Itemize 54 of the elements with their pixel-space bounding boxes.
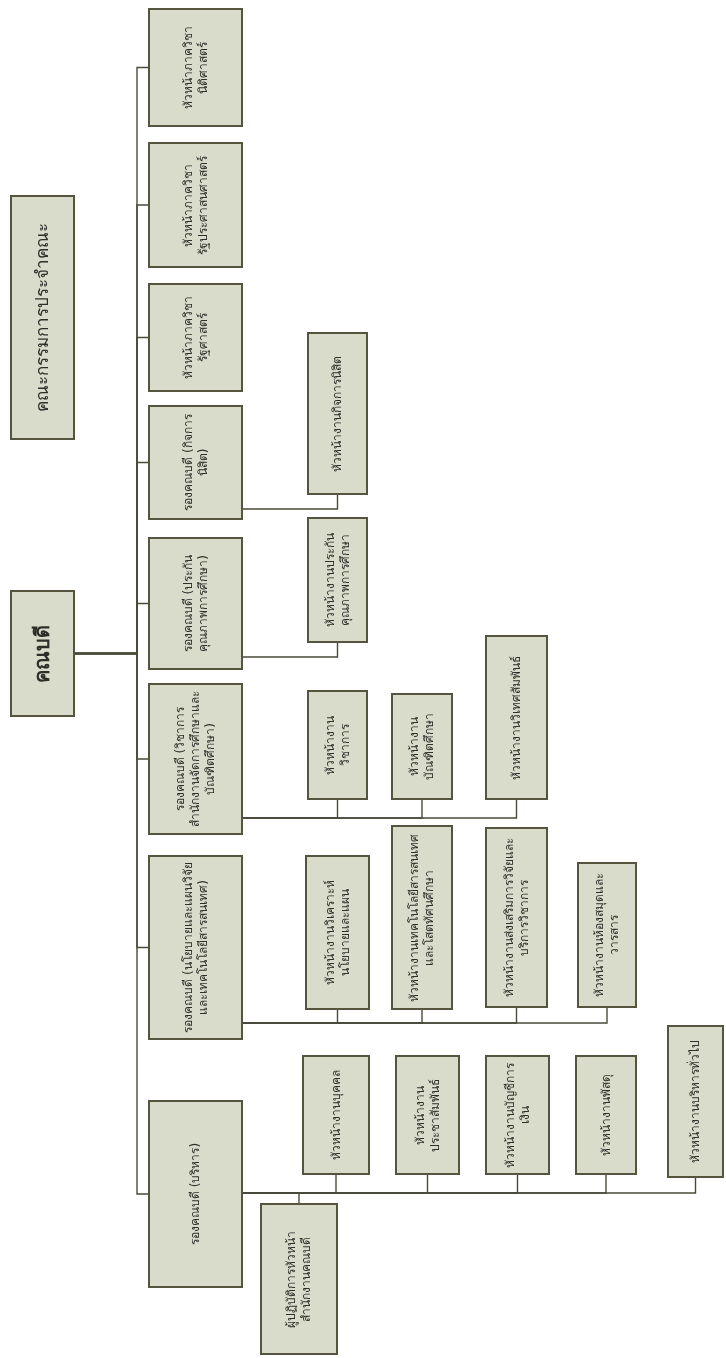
box-label: ผู้ปฏิบัติการหัวหน้าสำนักงานคณบดี xyxy=(284,1229,314,1330)
org-box xyxy=(667,1025,724,1178)
org-box xyxy=(307,690,368,800)
box-label: รองคณบดี (วิชาการสำนักงานจัดการศึกษาและบัณฑิตศึกษา) xyxy=(173,690,218,829)
connector-line xyxy=(242,642,339,658)
box-label: หัวหน้างานกิจการนิสิต xyxy=(330,355,345,472)
org-box xyxy=(485,827,548,1008)
box-label: หัวหน้างานวิเคราะห์นโยบายและแผน xyxy=(322,879,353,987)
box-label: คณบดี xyxy=(30,624,55,683)
box-label: รองคณบดี (นโยบายและแผนวิจัยและเทคโนโลยีสารสนเทศ) xyxy=(180,861,211,1034)
org-box xyxy=(395,1055,460,1175)
box-label: รองคณบดี (กิจการนิสิต) xyxy=(180,413,211,513)
box-label: หัวหน้างานบัณฑิตศึกษา xyxy=(407,712,437,782)
org-box xyxy=(485,1055,550,1175)
org-box xyxy=(577,862,637,1008)
org-box xyxy=(485,635,548,800)
box-label: รองคณบดี (ประกันคุณภาพการศึกษา) xyxy=(180,553,211,655)
box-label: รองคณบดี (บริหาร) xyxy=(188,1142,203,1246)
org-box xyxy=(260,1203,338,1355)
org-box xyxy=(391,825,453,1010)
box-label: คณะกรรมการประจำคณะ xyxy=(31,223,53,412)
connector-line xyxy=(242,494,339,510)
org-box xyxy=(10,195,75,440)
org-box xyxy=(148,142,243,268)
box-label: หัวหน้าภาควิชารัฐศาสตร์ xyxy=(180,295,211,381)
org-box xyxy=(305,855,370,1010)
org-box xyxy=(10,590,75,717)
org-box xyxy=(307,332,368,495)
box-label: หัวหน้างานประกันคุณภาพการศึกษา xyxy=(322,532,353,629)
box-label: หัวหน้างานบัญชีการเงิน xyxy=(502,1061,533,1169)
org-box xyxy=(307,517,368,643)
box-label: หัวหน้างานวิเทศสัมพันธ์ xyxy=(509,655,524,780)
org-box xyxy=(148,283,243,392)
box-label: หัวหน้างานห้องสมุดและวารสาร xyxy=(592,872,622,999)
org-box xyxy=(575,1055,637,1175)
org-box xyxy=(148,8,243,127)
connector-line xyxy=(242,799,518,819)
box-label: หัวหน้างานประชาสัมพันธ์ xyxy=(412,1077,443,1154)
org-box xyxy=(302,1055,370,1175)
org-box xyxy=(148,1100,243,1288)
connector-line xyxy=(74,66,149,655)
org-box xyxy=(148,405,243,520)
box-label: หัวหน้าภาควิชารัฐประศาสนศาสตร์ xyxy=(180,154,211,257)
org-box xyxy=(391,693,453,800)
box-label: หัวหน้างานพัสดุ xyxy=(598,1074,614,1156)
org-box xyxy=(148,683,243,835)
box-label: หัวหน้างานวิชาการ xyxy=(322,714,353,777)
org-box xyxy=(148,855,243,1040)
box-label: หัวหน้าภาควิชานิติศาสตร์ xyxy=(180,25,211,111)
org-box xyxy=(148,537,243,670)
box-label: หัวหน้างานบุคคล xyxy=(328,1070,344,1160)
box-label: หัวหน้างานส่งเสริมการวิจัยและบริการวิชาการ xyxy=(501,837,532,999)
box-label: หัวหน้างานบริหารทั่วไป xyxy=(688,1040,703,1163)
box-label: หัวหน้างานเทคโนโลยีสารสนเทศและโสตทัศนศึกษา xyxy=(407,832,437,1004)
